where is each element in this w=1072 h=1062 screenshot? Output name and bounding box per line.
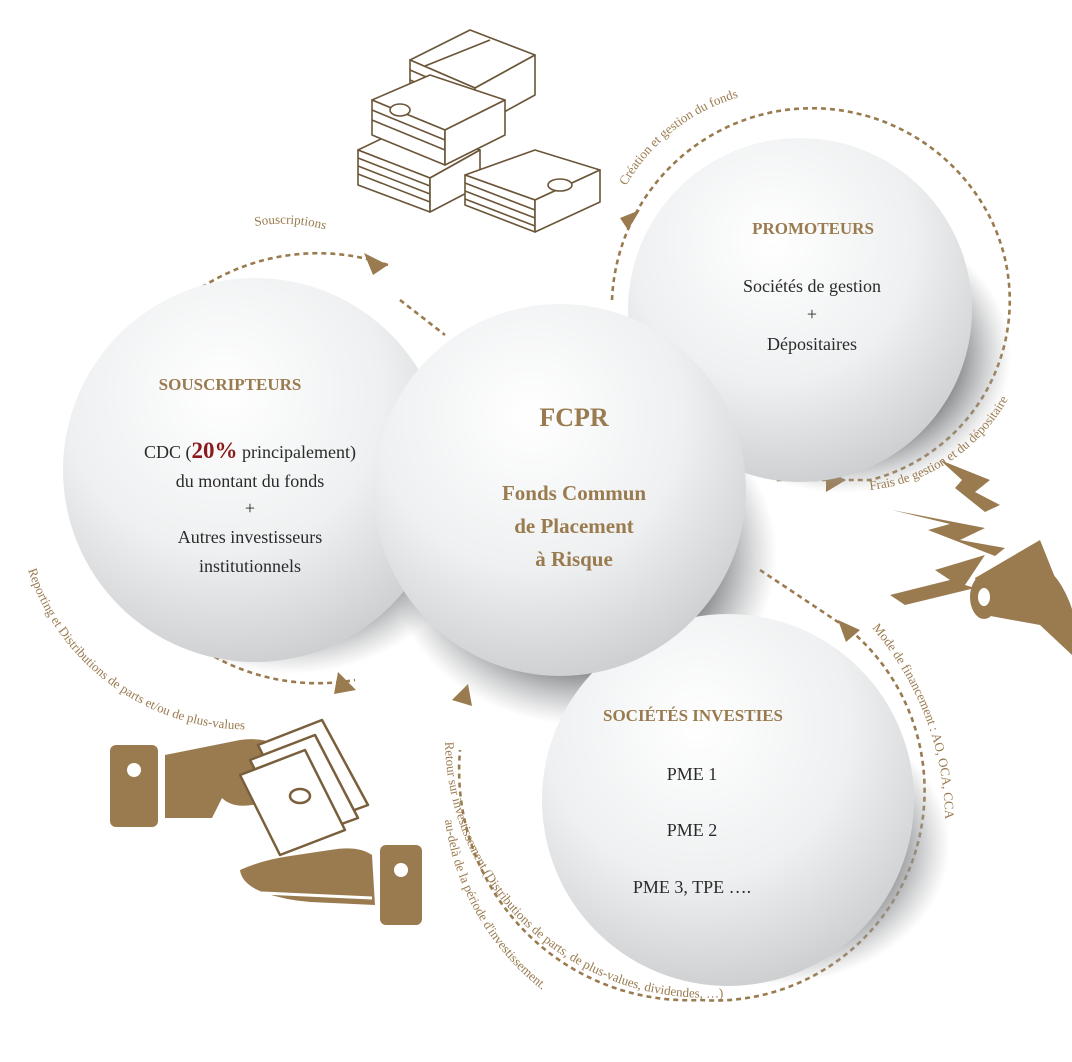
hand-giving-money-icon — [110, 718, 422, 925]
arrow-head-creation — [620, 210, 640, 230]
societes-circle — [542, 614, 914, 986]
label-retour2: au-delà de la période d'investissement. — [442, 818, 550, 992]
label-souscriptions: Souscriptions — [253, 212, 328, 233]
souscripteurs-circle — [63, 278, 447, 662]
societes-text: SOCIÉTÉS INVESTIES PME 1 PME 2 PME 3, TP… — [603, 706, 783, 897]
souscripteurs-title: SOUSCRIPTEURS — [159, 375, 302, 394]
societes-line2: PME 2 — [667, 820, 718, 840]
fcpr-line1: Fonds Commun — [502, 481, 646, 505]
promoteurs-text: PROMOTEURS Sociétés de gestion + Déposit… — [743, 219, 881, 354]
arrow-head-souscriptions — [364, 253, 388, 275]
money-stack-icon — [357, 29, 601, 233]
societes-line3: PME 3, TPE …. — [633, 877, 751, 897]
promoteurs-title: PROMOTEURS — [752, 219, 874, 238]
souscripteurs-line2: du montant du fonds — [176, 471, 325, 491]
arrow-head-reporting — [334, 672, 356, 694]
megaphone-icon — [890, 460, 1072, 655]
promoteurs-line3: Dépositaires — [767, 334, 857, 354]
mode-financement-arc — [457, 568, 926, 1002]
promoteurs-line1: Sociétés de gestion — [743, 276, 881, 296]
promoteurs-line2: + — [807, 304, 817, 324]
fcpr-line2: de Placement — [514, 514, 634, 538]
souscripteurs-text: SOUSCRIPTEURS CDC (20% principalement) d… — [144, 375, 356, 576]
arrow-head-mode — [838, 620, 860, 642]
souscripteurs-percent: 20% — [192, 438, 238, 463]
fcpr-title: FCPR — [539, 403, 609, 432]
souscripteurs-line5: institutionnels — [199, 556, 301, 576]
souscripteurs-line4: Autres investisseurs — [178, 527, 322, 547]
souscriptions-arc — [399, 298, 446, 337]
souscripteurs-line1: CDC (20% principalement) — [144, 438, 356, 463]
fcpr-text: FCPR Fonds Commun de Placement à Risque — [502, 403, 646, 571]
souscripteurs-line3: + — [245, 498, 255, 518]
fcpr-circle — [374, 304, 746, 676]
societes-line1: PME 1 — [667, 764, 718, 784]
societes-title: SOCIÉTÉS INVESTIES — [603, 706, 783, 725]
fcpr-line3: à Risque — [535, 547, 613, 571]
